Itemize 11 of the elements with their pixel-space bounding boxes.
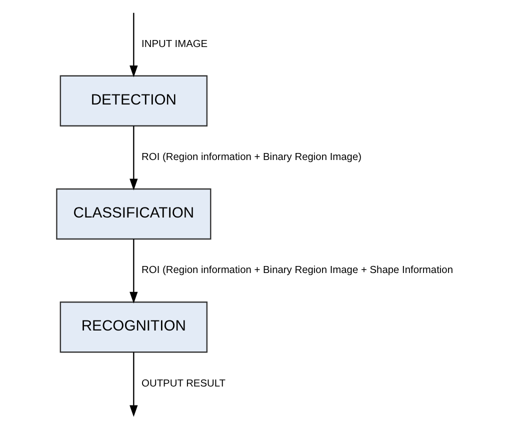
arrow — [130, 126, 138, 190]
node-box: DETECTION — [60, 75, 208, 127]
arrow — [130, 352, 138, 417]
edge-label: ROI (Region information + Binary Region Image) — [142, 152, 362, 164]
node-box: CLASSIFICATION — [56, 188, 212, 240]
edge-label: INPUT IMAGE — [142, 38, 208, 50]
arrow — [130, 239, 138, 304]
edge-label: ROI (Region information + Binary Region Image + Shape Information — [142, 265, 454, 276]
arrow — [130, 12, 138, 78]
edge-label: OUTPUT RESULT — [142, 378, 226, 390]
node-box: RECOGNITION — [60, 301, 208, 353]
